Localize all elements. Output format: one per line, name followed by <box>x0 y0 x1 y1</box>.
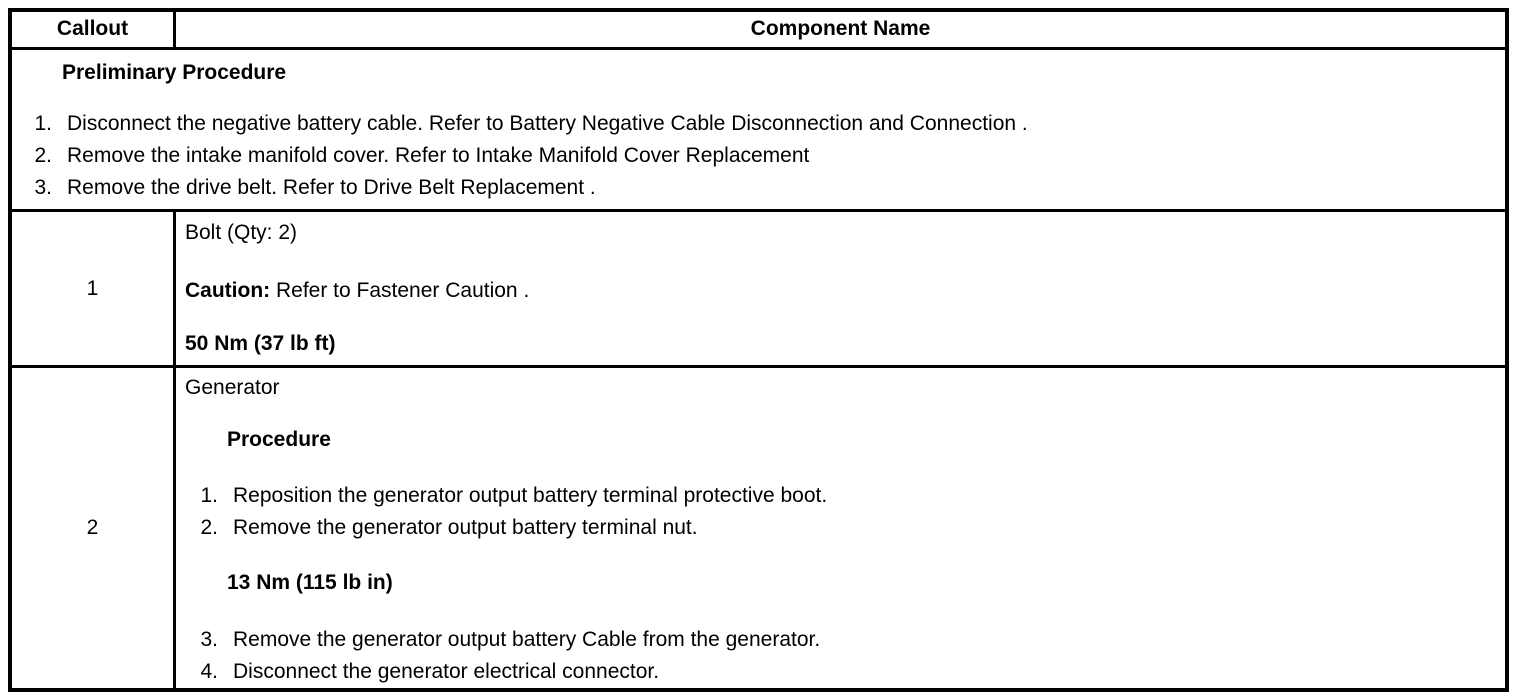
preliminary-procedure-title: Preliminary Procedure <box>62 61 287 84</box>
caution-label: Caution: <box>185 279 271 302</box>
list-item-text: Disconnect the negative battery cable. R… <box>67 112 1028 135</box>
component-name: Generator <box>185 376 280 399</box>
component-callout-table: Callout Component Name Preliminary Proce… <box>8 8 1509 692</box>
list-item-number: 4. <box>200 660 218 683</box>
list-item: 1. Reposition the generator output batte… <box>180 480 1505 512</box>
torque-spec: 50 Nm (37 lb ft) <box>185 332 336 355</box>
caution-line: Caution: Refer to Fastener Caution . <box>176 278 1505 304</box>
list-item: 4. Disconnect the generator electrical c… <box>180 656 1505 688</box>
preliminary-procedure-section: Preliminary Procedure 1. Disconnect the … <box>12 50 1505 212</box>
list-item: 2. Remove the intake manifold cover. Ref… <box>12 140 1505 172</box>
component-name: Bolt (Qty: 2) <box>185 221 298 244</box>
component-cell: Generator Procedure 1. Reposition the ge… <box>176 368 1505 688</box>
list-item-number: 1. <box>34 112 52 135</box>
component-cell: Bolt (Qty: 2) Caution: Refer to Fastener… <box>176 212 1505 365</box>
list-item-text: Remove the intake manifold cover. Refer … <box>67 144 810 167</box>
procedure-steps-list: 1. Reposition the generator output batte… <box>176 480 1505 544</box>
torque-spec: 13 Nm (115 lb in) <box>227 571 393 594</box>
procedure-steps-list: 3. Remove the generator output battery C… <box>176 624 1505 688</box>
header-callout: Callout <box>12 12 176 47</box>
list-item-number: 1. <box>200 484 218 507</box>
procedure-title: Procedure <box>227 428 331 451</box>
table-row: 2 Generator Procedure 1. Reposition the … <box>12 368 1505 688</box>
callout-cell: 1 <box>12 212 176 365</box>
preliminary-steps-list: 1. Disconnect the negative battery cable… <box>12 108 1505 204</box>
list-item-text: Remove the drive belt. Refer to Drive Be… <box>67 176 596 199</box>
list-item-text: Remove the generator output battery term… <box>233 516 698 539</box>
list-item-number: 2. <box>34 144 52 167</box>
caution-text: Refer to Fastener Caution . <box>270 279 530 302</box>
list-item: 2. Remove the generator output battery t… <box>180 512 1505 544</box>
list-item-number: 2. <box>200 516 218 539</box>
header-component-name: Component Name <box>750 17 931 40</box>
list-item-text: Reposition the generator output battery … <box>233 484 828 507</box>
list-item-text: Disconnect the generator electrical conn… <box>233 660 660 683</box>
table-row: 1 Bolt (Qty: 2) Caution: Refer to Fasten… <box>12 212 1505 368</box>
list-item: 1. Disconnect the negative battery cable… <box>12 108 1505 140</box>
callout-cell: 2 <box>12 368 176 688</box>
list-item-text: Remove the generator output battery Cabl… <box>233 628 821 651</box>
list-item: 3. Remove the drive belt. Refer to Drive… <box>12 172 1505 204</box>
list-item-number: 3. <box>200 628 218 651</box>
table-header-row: Callout Component Name <box>12 12 1505 50</box>
list-item-number: 3. <box>34 176 52 199</box>
list-item: 3. Remove the generator output battery C… <box>180 624 1505 656</box>
